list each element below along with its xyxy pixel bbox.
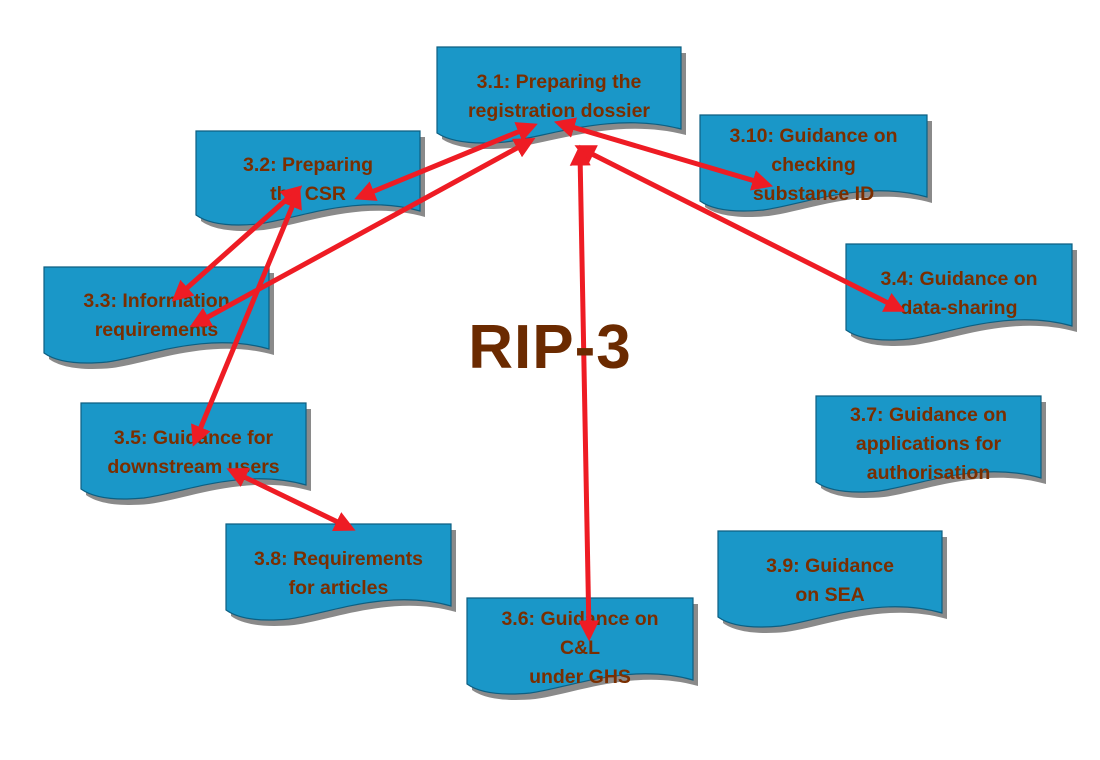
box-label-line: 3.8: Requirements: [254, 548, 423, 570]
box-label-line: checking: [771, 154, 856, 176]
box-label-line: 3.2: Preparing: [243, 154, 373, 176]
box-3-3: 3.3: Information requirements: [43, 266, 274, 369]
box-label-line: substance ID: [753, 183, 874, 205]
box-body: [717, 530, 943, 628]
box-3-10: 3.10: Guidance on checking substance ID: [699, 114, 932, 217]
box-body: [225, 523, 452, 621]
box-label-line: 3.6: Guidance on: [501, 608, 658, 630]
box-label-line: authorisation: [867, 462, 991, 484]
arrow-3_1-3_4: [574, 145, 906, 312]
arrow-3_5-3_8: [226, 468, 356, 531]
box-label-line: 3.5: Guidance for: [114, 427, 274, 449]
box-label-line: 3.7: Guidance on: [850, 404, 1007, 426]
box-3-9: 3.9: Guidance on SEA: [717, 530, 947, 633]
box-label-line: under GHS: [529, 666, 631, 688]
box-label-line: data-sharing: [900, 297, 1017, 319]
box-body: [195, 130, 421, 226]
box-3-5: 3.5: Guidance for downstream users: [80, 402, 311, 505]
box-label-line: 3.10: Guidance on: [730, 125, 898, 147]
box-label-line: applications for: [856, 433, 1002, 455]
diagram-title: RIP-3: [468, 313, 632, 382]
box-label-line: requirements: [95, 319, 219, 341]
box-3-4: 3.4: Guidance on data-sharing: [845, 243, 1077, 346]
box-label-line: downstream users: [107, 456, 279, 478]
box-label-line: C&L: [560, 637, 600, 659]
box-label-line: 3.4: Guidance on: [880, 268, 1037, 290]
box-3-8: 3.8: Requirements for articles: [225, 523, 456, 626]
box-label-line: 3.9: Guidance: [766, 555, 894, 577]
arrow-3_2-3_5: [191, 187, 302, 447]
box-3-7: 3.7: Guidance on applications for authoris…: [815, 395, 1046, 498]
box-label-line: for articles: [289, 577, 389, 599]
box-body: [815, 395, 1042, 493]
box-3-1: 3.1: Preparing the registration dossier: [436, 46, 686, 149]
relationship-arrows: [171, 117, 906, 642]
box-body: [466, 597, 694, 695]
box-label-line: registration dossier: [468, 100, 650, 122]
box-3-6: 3.6: Guidance on C&L under GHS: [466, 597, 698, 700]
box-label-line: on SEA: [795, 584, 864, 606]
box-label-line: 3.1: Preparing the: [477, 71, 642, 93]
arrow-3_1-3_6: [569, 144, 600, 642]
box-label-line: 3.3: Information: [83, 290, 229, 312]
